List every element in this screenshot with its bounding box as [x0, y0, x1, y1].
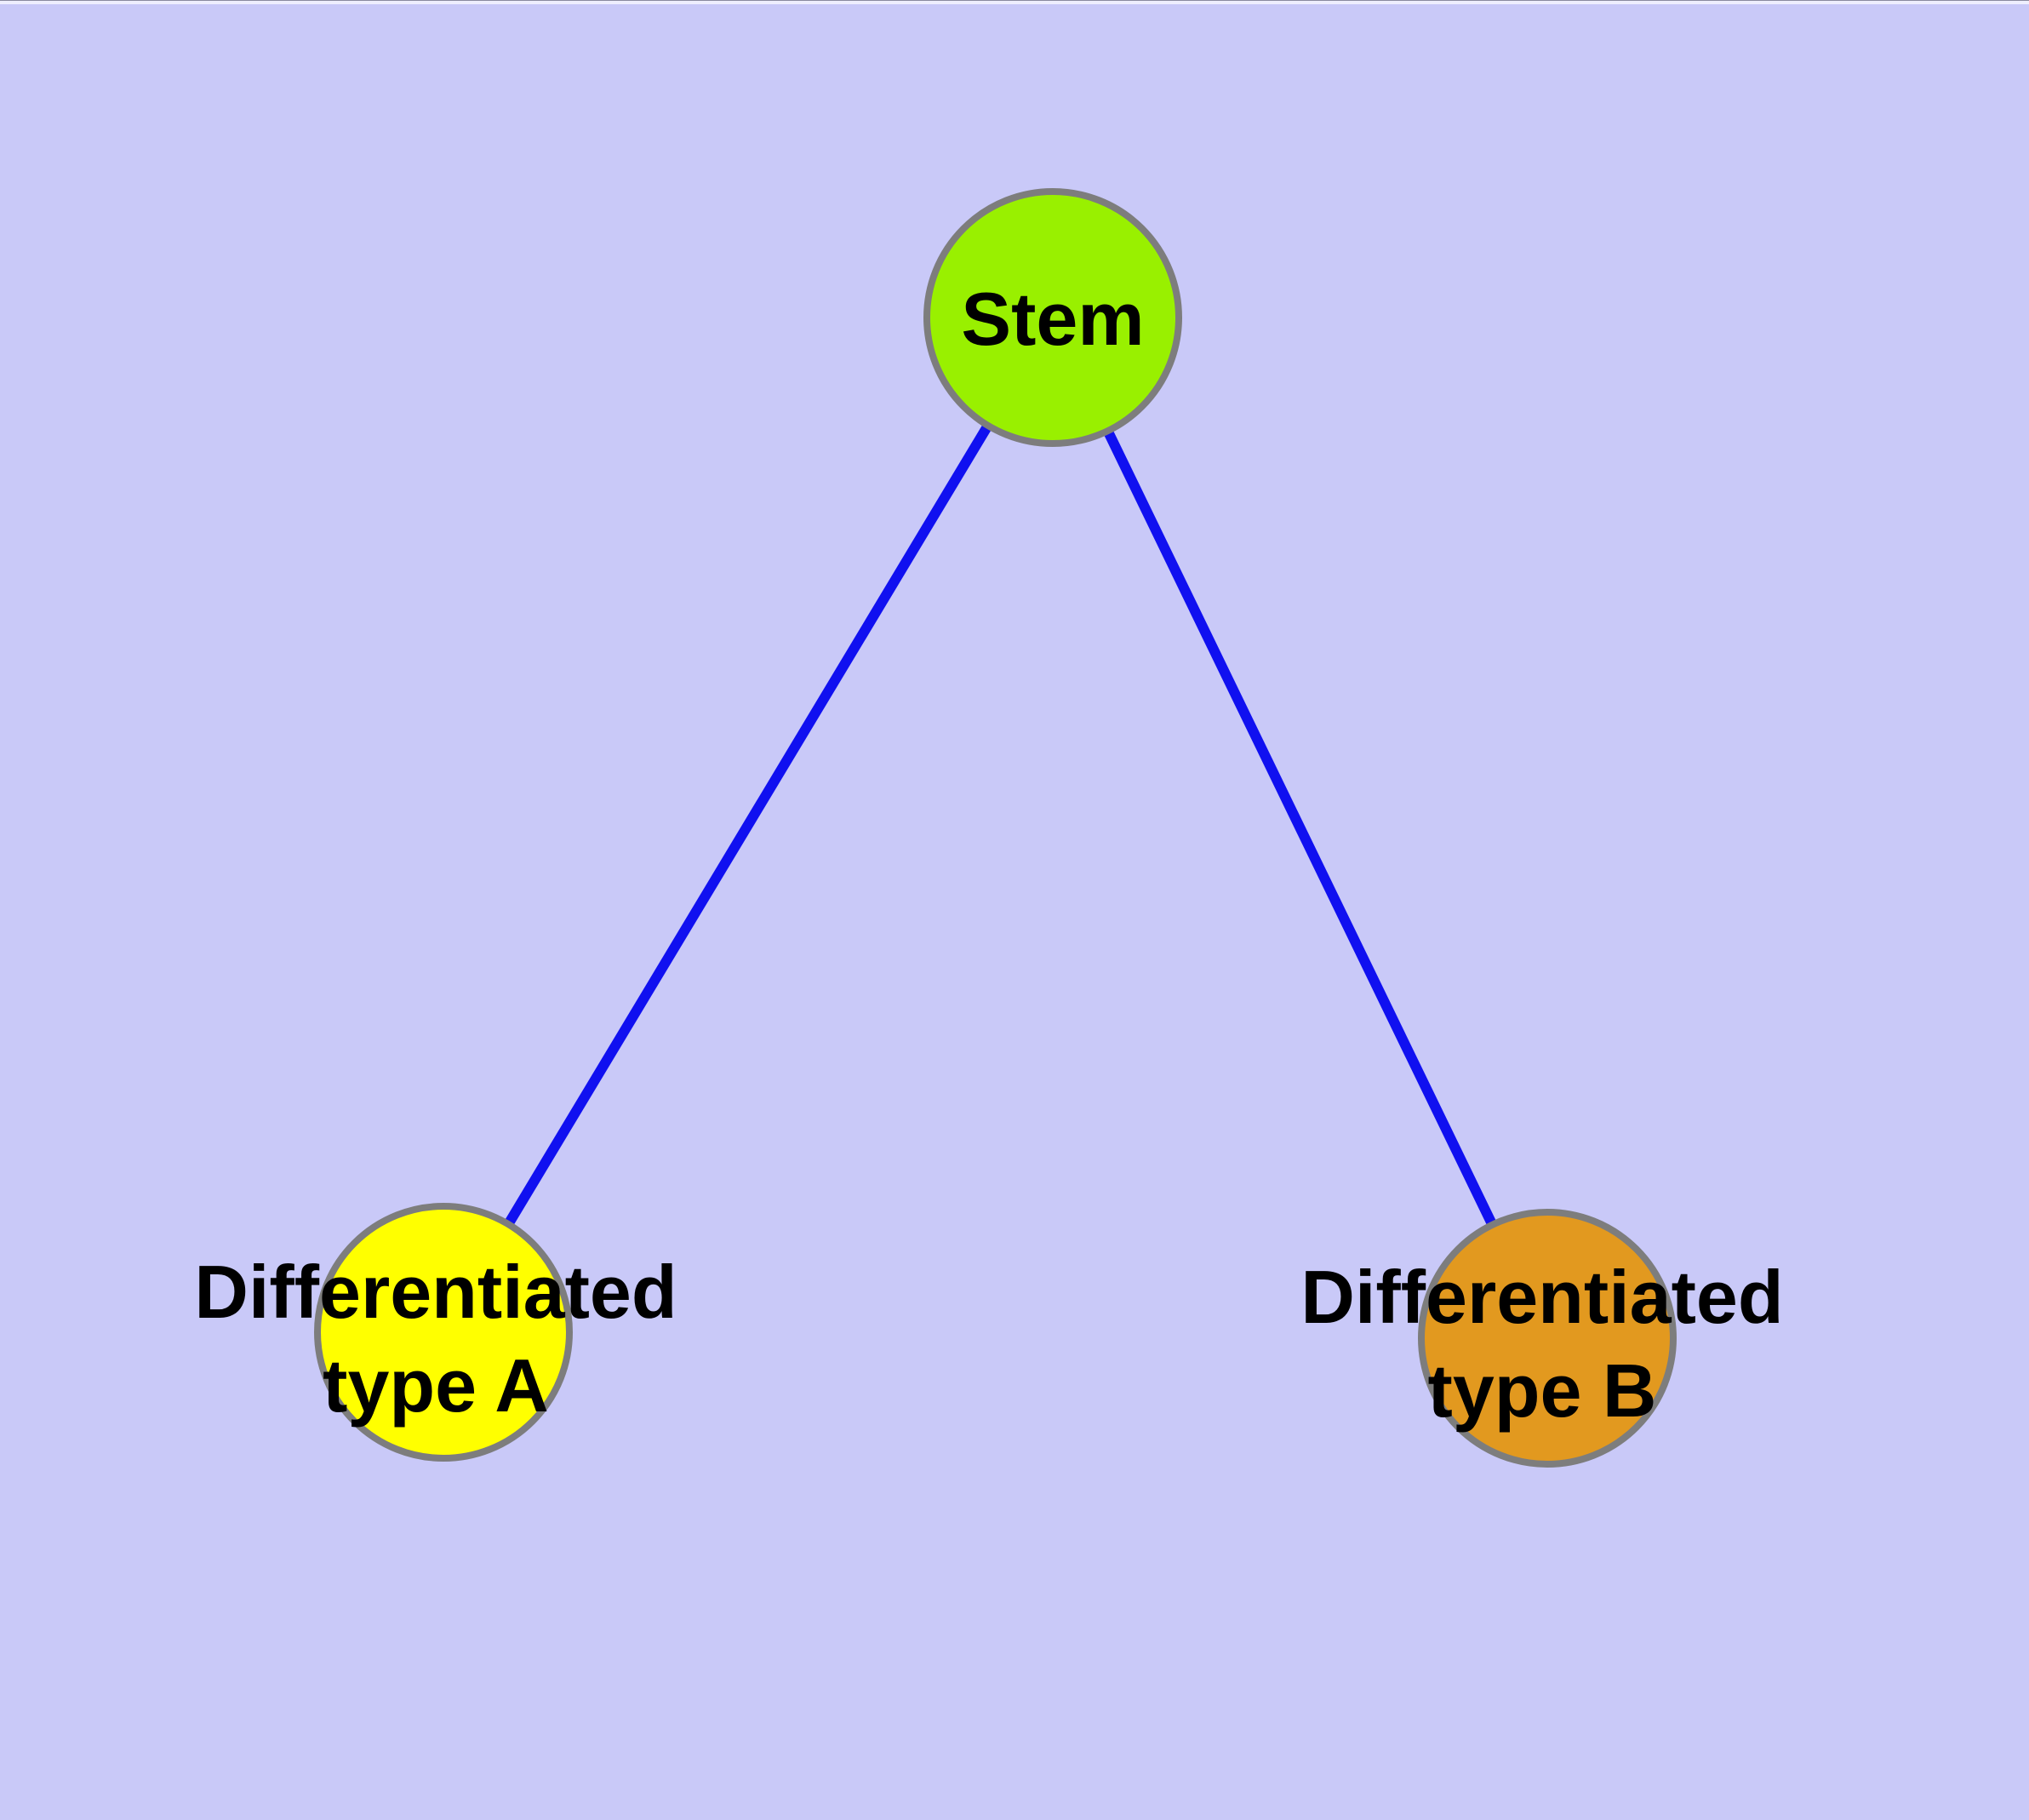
node-type-a-label-line1: Differentiated [194, 1250, 677, 1334]
node-type-a-label-line2: type A [323, 1343, 549, 1428]
edge-stem-to-type-a[interactable] [438, 314, 1058, 1336]
edge-stem-to-type-b[interactable] [1048, 315, 1552, 1341]
node-type-b-label-line2: type B [1428, 1348, 1657, 1433]
node-stem-label: Stem [961, 277, 1144, 361]
node-stem[interactable] [923, 188, 1182, 447]
node-type-b-label-line1: Differentiated [1300, 1255, 1783, 1339]
node-differentiated-type-b[interactable] [1418, 1209, 1677, 1468]
node-differentiated-type-a[interactable] [314, 1203, 573, 1462]
window-top-edge [0, 0, 2029, 4]
